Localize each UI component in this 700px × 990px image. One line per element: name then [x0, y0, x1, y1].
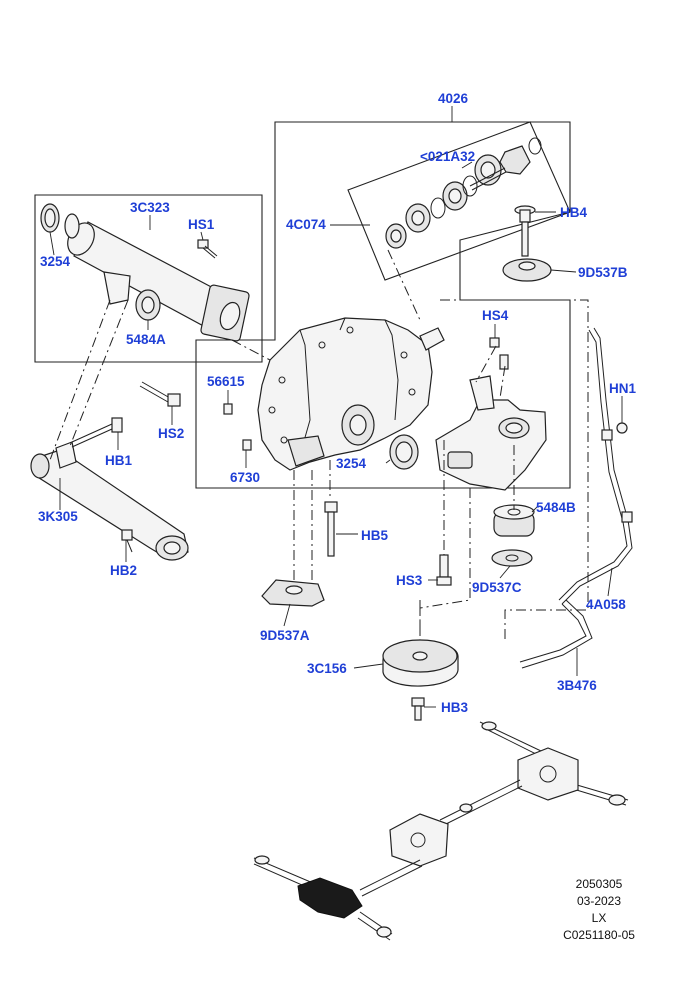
- callout-3c323: 3C323: [130, 200, 170, 215]
- drawing-model: LX: [591, 911, 607, 925]
- mount-bracket: [435, 375, 547, 491]
- assembly-line-10: [387, 249, 421, 321]
- damper-3c156: [382, 639, 459, 687]
- drawing-date: 03-2023: [576, 894, 622, 908]
- callout-56615: 56615: [207, 374, 245, 389]
- washer-9d537b: [502, 258, 552, 282]
- callout-9d537b: 9D537B: [578, 265, 628, 280]
- axle-tube-3c323: [67, 221, 250, 342]
- callout-hb2: HB2: [110, 563, 137, 578]
- bolt-hb1: [71, 417, 123, 448]
- arm-3k305: [30, 441, 189, 561]
- hose-3b476: [519, 599, 593, 669]
- callout-9d537a: 9D537A: [260, 628, 310, 643]
- callout-5484a: 5484A: [126, 332, 166, 347]
- mount-pad-9d537a: [261, 579, 325, 607]
- differential-housing: [257, 317, 445, 471]
- callout-3c156: 3C156: [307, 661, 347, 676]
- callout-4c074: 4C074: [286, 217, 326, 232]
- callout-021a32: <021A32: [420, 149, 475, 164]
- drawing-code: 2050305: [575, 877, 623, 891]
- callout-4a058: 4A058: [586, 597, 626, 612]
- washer-9d537c: [491, 549, 533, 567]
- nut-hn1: [616, 422, 628, 434]
- callout-hs3: HS3: [396, 573, 423, 588]
- seal-3254-left: [40, 203, 80, 239]
- callout-hn1: HN1: [609, 381, 636, 396]
- callout-9d537c: 9D537C: [472, 580, 522, 595]
- callout-3k305: 3K305: [38, 509, 78, 524]
- screw-hs4: [489, 337, 509, 370]
- bolt-hb3: [411, 697, 425, 721]
- callout-5484b: 5484B: [536, 500, 576, 515]
- assembly-line-12: [499, 365, 506, 399]
- callout-6730: 6730: [230, 470, 260, 485]
- lower-dashed-frame-left: [419, 488, 471, 640]
- plug-6730: [242, 439, 252, 451]
- callout-4026: 4026: [438, 91, 469, 106]
- callout-hs2: HS2: [158, 426, 184, 441]
- callout-hb1: HB1: [105, 453, 132, 468]
- highlighted-front-differential: [297, 877, 363, 919]
- callout-hs1: HS1: [188, 217, 215, 232]
- callout-3254-left: 3254: [40, 254, 71, 269]
- assembly-line-3: [69, 299, 129, 447]
- bolt-hb5: [324, 501, 338, 557]
- driveline-locator-view: [253, 721, 629, 941]
- axle-tube-frame: [34, 194, 263, 363]
- drawing-reference: C0251180-05: [563, 928, 635, 942]
- screw-hs1: [197, 239, 218, 259]
- seal-kit-4026: [385, 137, 542, 249]
- screw-hs2: [139, 381, 181, 407]
- drawing-meta: 2050305 03-2023 LX C0251180-05: [544, 876, 654, 944]
- bushing-5484b: [493, 504, 535, 537]
- assembly-line-1: [231, 339, 271, 361]
- breather-hose-4a058: [558, 327, 633, 605]
- bolt-hb4: [514, 205, 536, 257]
- bolt-hs3: [436, 554, 452, 586]
- seal-3254-right: [389, 434, 419, 470]
- plug-56615: [223, 403, 233, 415]
- callout-3b476: 3B476: [557, 678, 597, 693]
- callout-hb5: HB5: [361, 528, 388, 543]
- callout-hb3: HB3: [441, 700, 468, 715]
- callout-3254-right: 3254: [336, 456, 367, 471]
- callout-hb4: HB4: [560, 205, 587, 220]
- assembly-line-2: [49, 299, 111, 461]
- seal-kit-frame: [347, 121, 571, 281]
- leader-lines: [49, 106, 623, 708]
- assembly-line-11: [475, 345, 497, 383]
- bolt-hb2: [121, 529, 133, 553]
- callout-hs4: HS4: [482, 308, 509, 323]
